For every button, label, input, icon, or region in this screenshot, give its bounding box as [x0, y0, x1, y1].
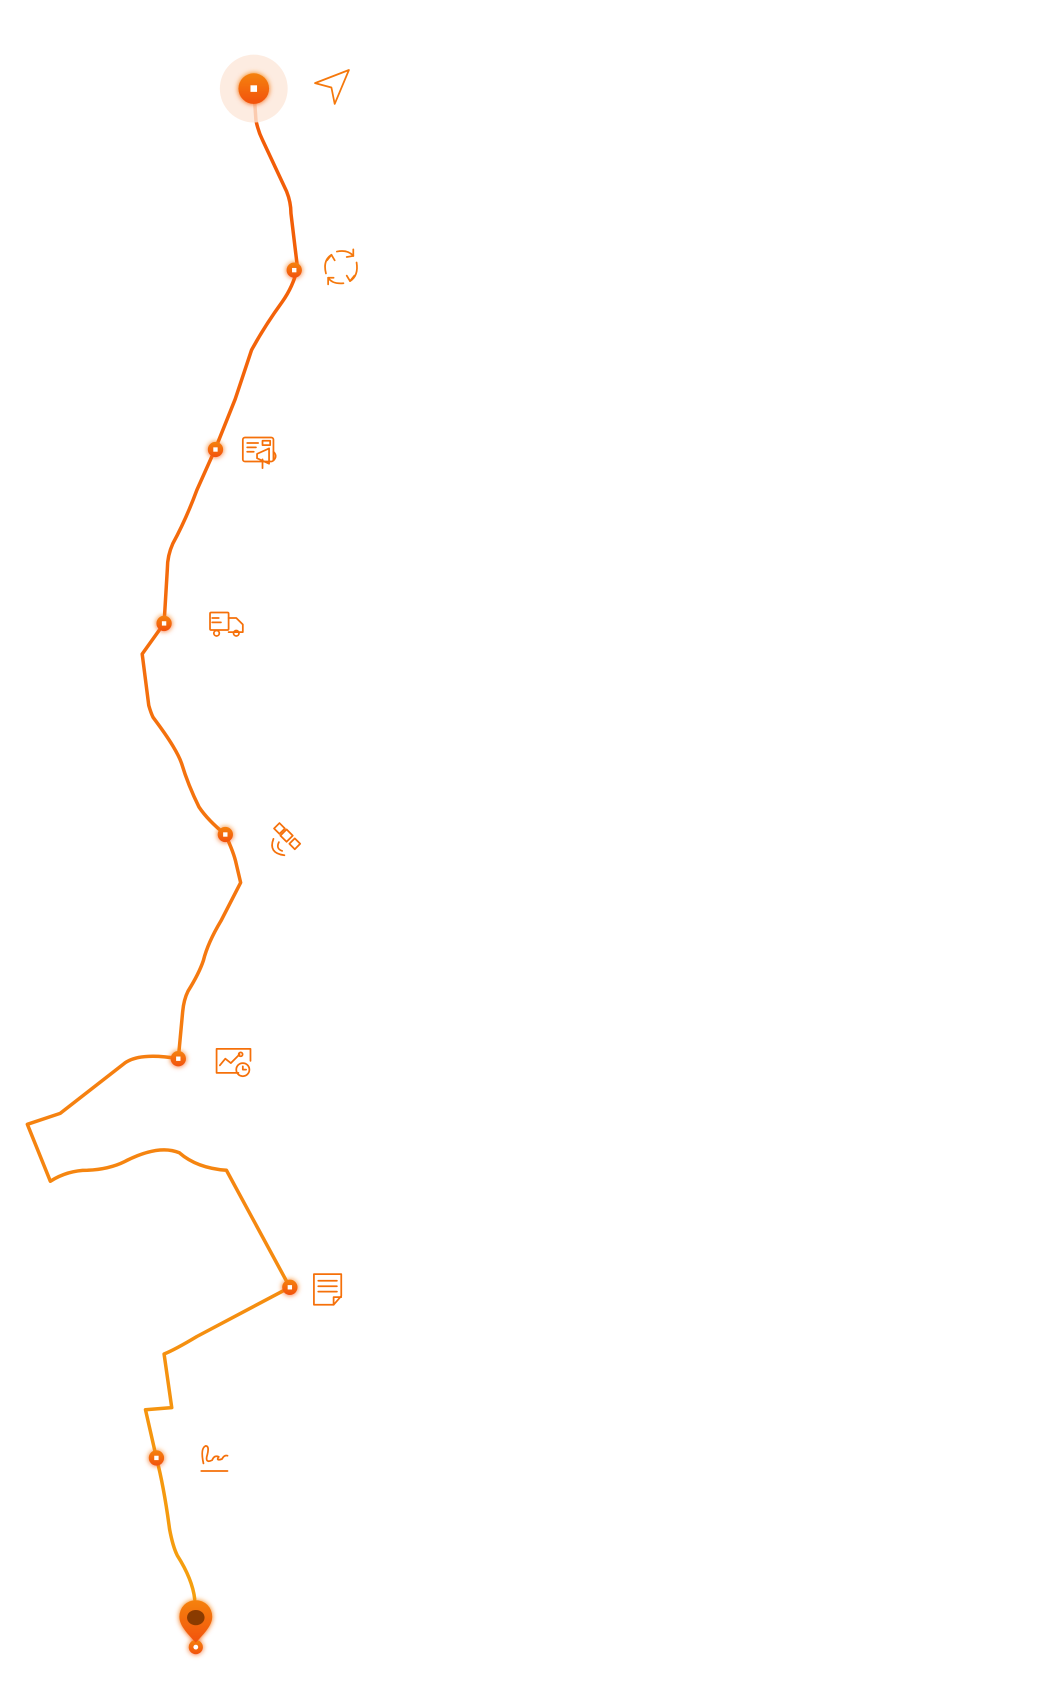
waypoint-node[interactable] — [207, 441, 224, 458]
signature-icon — [200, 1445, 229, 1472]
waypoint-node[interactable] — [156, 615, 172, 632]
end-marker[interactable] — [179, 1600, 213, 1655]
start-marker[interactable] — [219, 54, 288, 123]
waypoint-node[interactable] — [282, 1279, 298, 1295]
waypoint-node[interactable] — [170, 1051, 186, 1067]
news-megaphone-icon — [241, 436, 277, 469]
chart-clock-icon — [215, 1047, 252, 1078]
satellite-icon — [271, 822, 302, 857]
delivery-truck-icon — [209, 611, 244, 637]
waypoint-node[interactable] — [148, 1450, 165, 1466]
waypoint-node[interactable] — [286, 262, 302, 278]
navigation-arrow-icon — [314, 69, 350, 105]
document-icon — [313, 1273, 343, 1306]
route-line — [25, 86, 300, 1601]
refresh-cycle-icon — [324, 248, 358, 286]
waypoint-node[interactable] — [217, 826, 233, 843]
